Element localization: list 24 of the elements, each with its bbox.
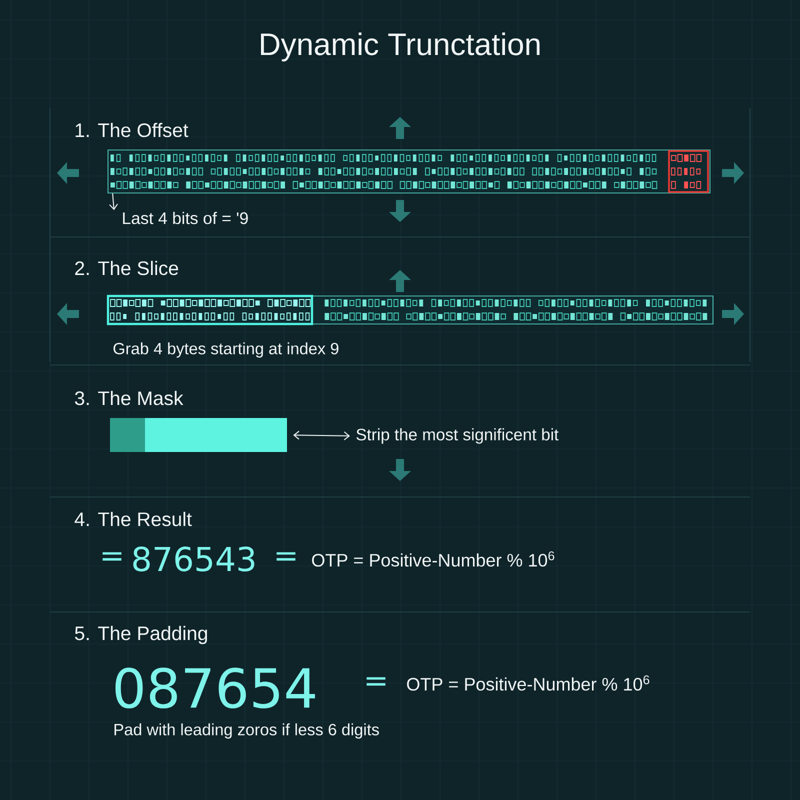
title: Dynamic Trunctation: [260, 32, 540, 62]
data-strip: [108, 150, 710, 194]
formula-text: OTP = Positive-Number % 10$^{6}$: [407, 675, 650, 691]
section-heading: 1. The Offset: [76, 122, 188, 138]
formula-text: OTP = Positive-Number % 10$^{6}$: [312, 551, 554, 567]
note-text: Grab 4 bytes starting at index 9: [114, 342, 338, 358]
data-strip: [108, 296, 714, 324]
equals-sign: =: [102, 552, 122, 561]
equals-sign: =: [276, 552, 296, 561]
section-heading: 4. The Result: [74, 512, 192, 526]
section-heading: 5. The Padding: [74, 626, 207, 644]
annotation-text: Last 4 bits of = '9: [123, 212, 248, 224]
highlight-box: [668, 150, 709, 193]
section-heading: 3. The Mask: [74, 390, 184, 406]
arrow: [109, 192, 118, 210]
equals-sign: =: [366, 677, 386, 686]
double-arrow: [293, 430, 350, 440]
result-number: 087654: [116, 668, 315, 708]
highlight-box: [106, 294, 314, 326]
mask-bar: [110, 418, 287, 452]
result-number: 876543: [133, 546, 254, 572]
annotation-text: Strip the most significent bit: [356, 428, 559, 444]
note-text: Pad with leading zoros if less 6 digits: [114, 723, 379, 739]
section-heading: 2. The Slice: [75, 260, 178, 276]
